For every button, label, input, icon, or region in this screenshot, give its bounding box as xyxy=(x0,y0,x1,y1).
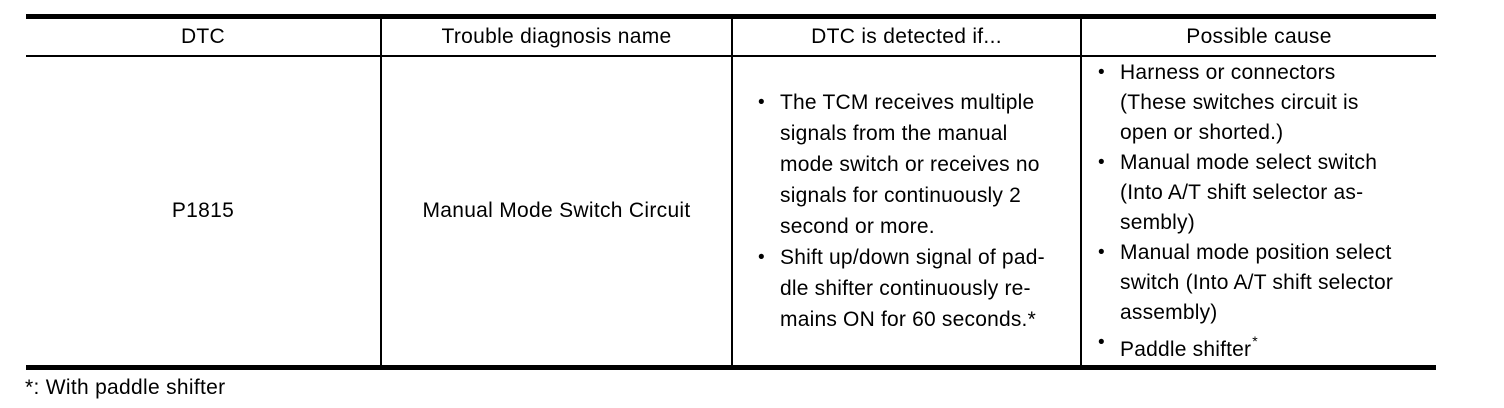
column-header-dtc: DTC xyxy=(180,25,226,48)
dtc-table: DTC Trouble diagnosis name DTC is detect… xyxy=(26,14,1436,370)
bullet-item: Shift up/down signal of pad-dle shifter … xyxy=(733,242,1074,335)
footnote-marker: * xyxy=(1252,332,1258,349)
column-header-possible-cause: Possible cause xyxy=(1080,19,1436,55)
dtc-code-cell: P1815 xyxy=(171,199,235,222)
column-header-dtc-detected-if: DTC is detected if... xyxy=(731,19,1080,55)
table-row: P1815 Manual Mode Switch Circuit The TCM… xyxy=(26,57,1436,365)
bullet-item: Harness or connectors(These switches cir… xyxy=(1082,58,1430,148)
possible-cause-cell: Harness or connectors(These switches cir… xyxy=(1080,57,1436,365)
trouble-diagnosis-name-cell: Manual Mode Switch Circuit xyxy=(380,57,731,365)
column-header-trouble-diagnosis-name: Trouble diagnosis name xyxy=(380,19,731,55)
table-header-row: DTC Trouble diagnosis name DTC is detect… xyxy=(26,19,1436,57)
possible-cause-list: Harness or connectors(These switches cir… xyxy=(1082,58,1436,365)
bullet-item: Manual mode select switch(Into A/T shift… xyxy=(1082,148,1430,238)
bullet-item: Paddle shifter* xyxy=(1082,328,1430,365)
table-footnote: *: With paddle shifter xyxy=(25,376,226,399)
